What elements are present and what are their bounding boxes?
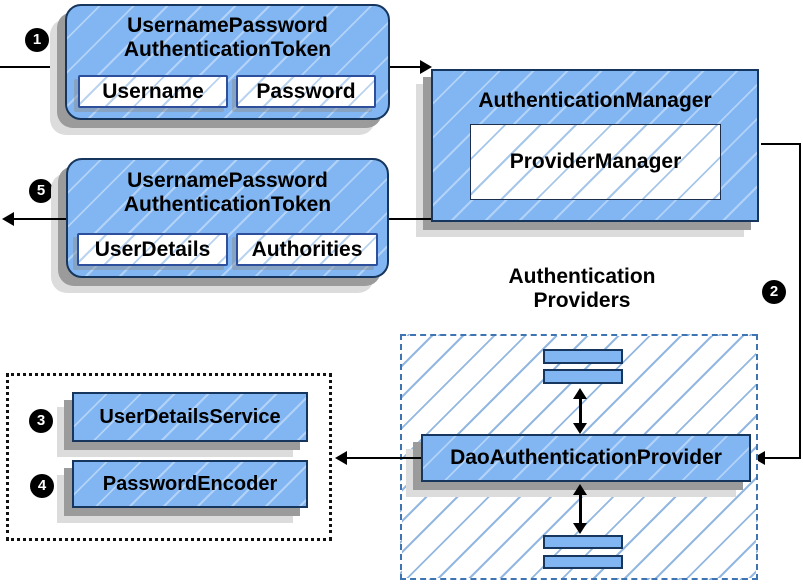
dao-authentication-provider-box: DaoAuthenticationProvider <box>421 434 751 482</box>
flow-line-dao-to-services <box>347 457 421 459</box>
double-arrow-bottom-up-head <box>573 484 587 495</box>
token-request-title-line2: AuthenticationToken <box>123 38 332 61</box>
flow-line-token-to-manager <box>390 66 420 68</box>
token-request-title-line1: UsernamePassword <box>127 14 328 37</box>
token-response-title-line2: AuthenticationToken <box>123 193 332 216</box>
double-arrow-top-line <box>579 397 582 425</box>
other-provider-bar-bottom-2 <box>543 555 623 569</box>
other-provider-bar-top-1 <box>543 349 623 364</box>
arrowhead-into-manager <box>420 60 432 74</box>
providers-label-line1: Authentication <box>508 265 656 288</box>
step-3-badge: 3 <box>29 409 53 433</box>
flow-line-manager-to-token <box>389 218 431 220</box>
other-provider-bar-top-2 <box>543 369 623 384</box>
flow-line-request-in <box>0 66 65 68</box>
flow-line-into-dao <box>765 457 801 459</box>
username-password-token-response-box: UsernamePassword AuthenticationToken Use… <box>66 158 389 278</box>
flow-line-token-out <box>14 218 66 220</box>
double-arrow-bottom-line <box>579 493 582 525</box>
username-field-box: Username <box>78 75 228 108</box>
double-arrow-bottom-down-head <box>573 523 587 534</box>
services-region <box>6 373 332 541</box>
provider-manager-box: ProviderManager <box>470 124 721 200</box>
password-encoder-box: PasswordEncoder <box>72 460 308 508</box>
token-response-title-line1: UsernamePassword <box>127 169 328 192</box>
arrowhead-result-out <box>2 212 14 226</box>
authentication-manager-box: AuthenticationManager ProviderManager <box>431 69 759 222</box>
authorities-field-box: Authorities <box>236 233 378 266</box>
double-arrow-top-up-head <box>573 388 587 399</box>
flow-line-right-vertical <box>799 143 801 459</box>
user-details-field-box: UserDetails <box>77 233 228 266</box>
password-field-box: Password <box>236 75 376 108</box>
authentication-providers-label: Authentication Providers <box>462 265 702 313</box>
authentication-manager-title: AuthenticationManager <box>478 89 712 112</box>
arrowhead-into-services <box>335 451 347 465</box>
step-1-badge: 1 <box>25 28 49 52</box>
user-details-service-box: UserDetailsService <box>72 392 308 442</box>
username-password-token-request-box: UsernamePassword AuthenticationToken Use… <box>65 4 390 120</box>
step-4-badge: 4 <box>30 474 54 498</box>
step-5-badge: 5 <box>29 179 53 203</box>
flow-line-manager-out <box>761 143 801 145</box>
other-provider-bar-bottom-1 <box>543 535 623 549</box>
double-arrow-top-down-head <box>573 423 587 434</box>
step-2-badge: 2 <box>762 280 786 304</box>
providers-label-line2: Providers <box>533 289 631 312</box>
